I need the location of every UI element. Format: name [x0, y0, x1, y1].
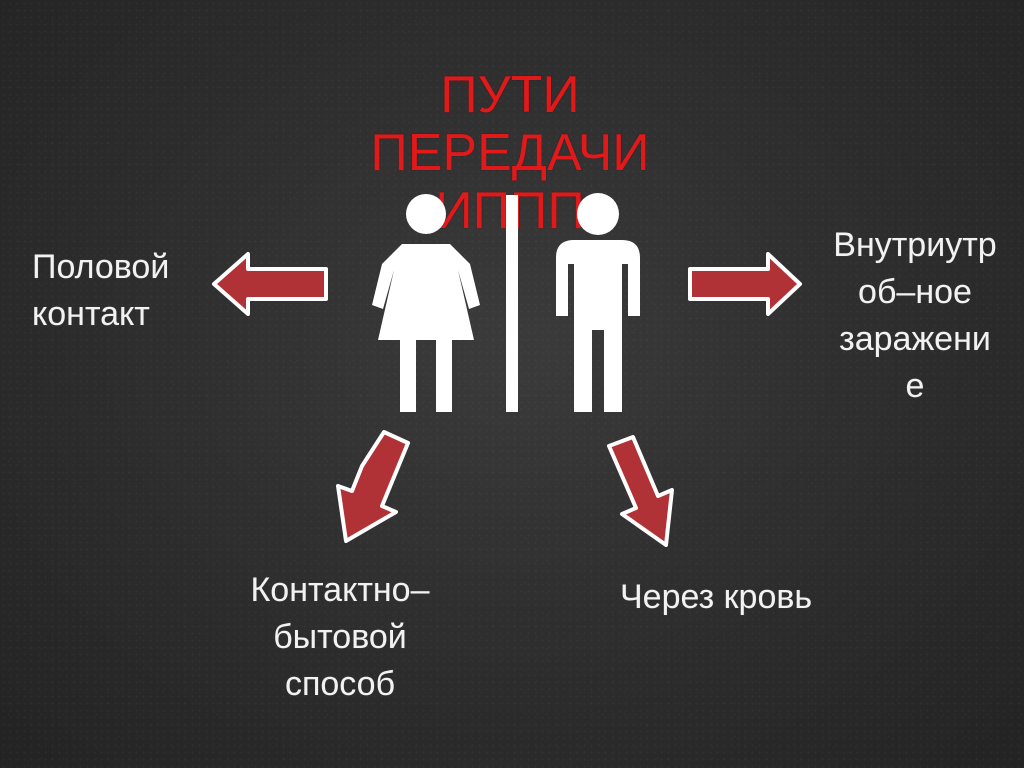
- route-label-line: контакт: [32, 295, 150, 333]
- route-label-intrauterine: Внутриутр об–ное заражени е: [815, 222, 1015, 410]
- arrow-left: [212, 252, 328, 316]
- route-label-line: Внутриутр: [833, 226, 997, 264]
- divider-line: [506, 195, 518, 412]
- route-label-line: заражени: [839, 320, 991, 358]
- title-line-2: ПЕРЕДАЧИ: [370, 124, 650, 182]
- route-label-line: Через кровь: [620, 578, 813, 616]
- route-label-line: Контактно–: [250, 571, 430, 609]
- route-label-line: способ: [284, 665, 396, 703]
- route-label-line: об–ное: [858, 273, 972, 311]
- woman-icon: [372, 194, 480, 412]
- route-label-line: е: [905, 367, 925, 405]
- man-icon: [556, 193, 640, 412]
- arrow-bottom-right: [607, 435, 674, 547]
- title-line-1: ПУТИ: [440, 66, 580, 124]
- arrow-right: [688, 252, 802, 316]
- route-label-household: Контактно– бытовой способ: [210, 567, 470, 708]
- slide-title: ПУТИ ПЕРЕДАЧИ ИППП: [330, 66, 690, 240]
- route-label-blood: Через кровь: [620, 574, 860, 621]
- route-label-line: Половой: [32, 248, 170, 286]
- route-label-sexual-contact: Половой контакт: [32, 244, 212, 338]
- arrow-bottom-left: [336, 430, 410, 543]
- route-label-line: бытовой: [273, 618, 407, 656]
